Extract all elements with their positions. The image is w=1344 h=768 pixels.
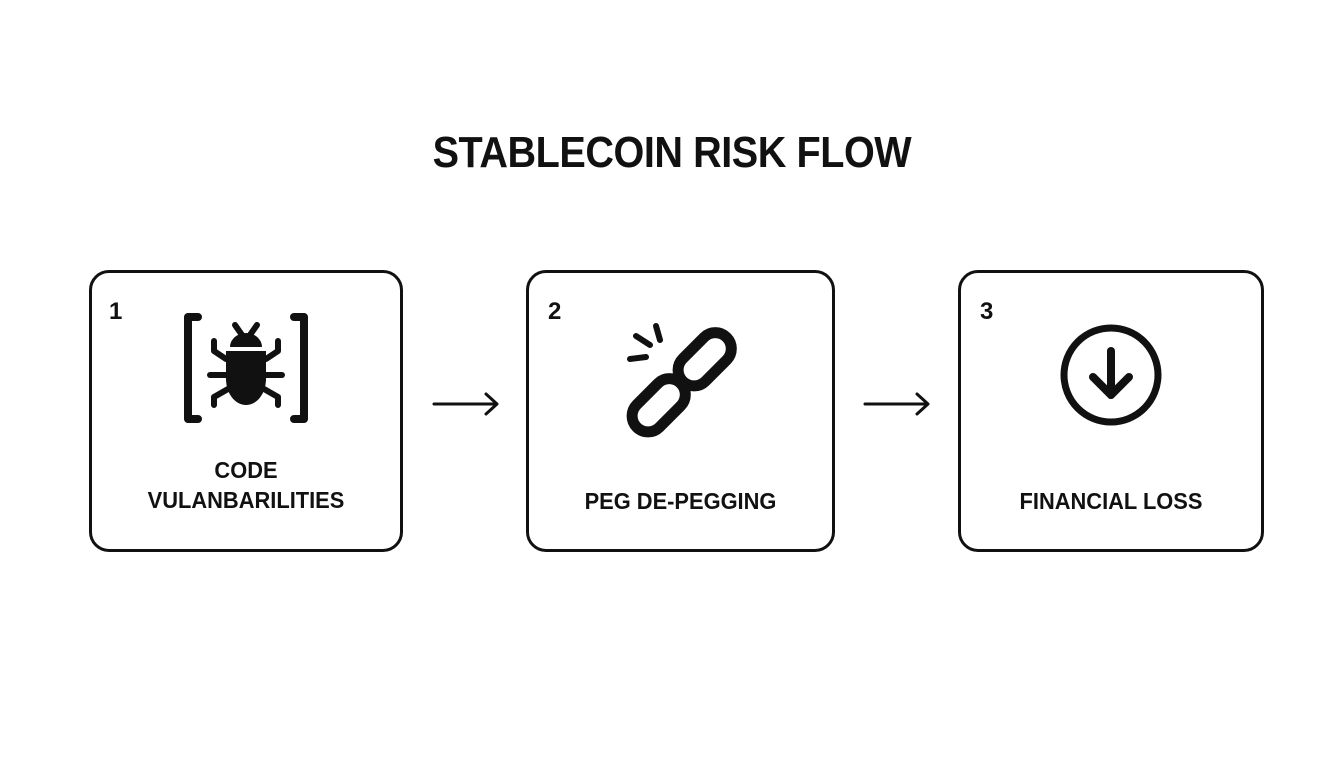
right-arrow-icon bbox=[863, 392, 930, 416]
step-2-label: PEG DE-PEGGING bbox=[529, 486, 832, 516]
step-2-number: 2 bbox=[548, 298, 562, 325]
step-3-number: 3 bbox=[980, 298, 994, 325]
step-1-number: 1 bbox=[109, 298, 123, 325]
step-2-label-line-1: PEG DE-PEGGING bbox=[584, 488, 777, 514]
step-3-box: 3 FINANCIAL LOSS bbox=[958, 270, 1264, 552]
bug-in-brackets-icon bbox=[92, 311, 400, 427]
down-arrow-circle-icon bbox=[961, 317, 1261, 433]
step-1-label: CODE VULANBARILITIES bbox=[92, 455, 400, 515]
step-3-label: FINANCIAL LOSS bbox=[961, 486, 1261, 516]
step-1-label-line-1: CODE bbox=[214, 457, 278, 483]
diagram-title-text: STABLECOIN RISK FLOW bbox=[432, 128, 912, 177]
step-3-label-line-1: FINANCIAL LOSS bbox=[1019, 488, 1203, 514]
step-1-box: 1 bbox=[89, 270, 403, 552]
broken-chain-link-icon bbox=[529, 317, 832, 449]
right-arrow-icon bbox=[432, 392, 499, 416]
diagram-title: STABLECOIN RISK FLOW bbox=[0, 128, 1344, 178]
step-2-box: 2 PEG DE-PEGGING bbox=[526, 270, 835, 552]
step-1-label-line-2: VULANBARILITIES bbox=[147, 487, 345, 513]
